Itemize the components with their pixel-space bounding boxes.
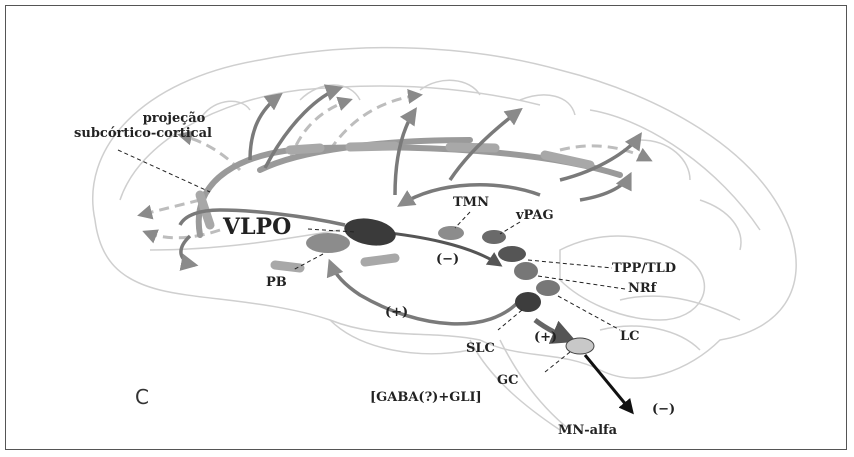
mn-alfa-label: MN-alfa <box>558 423 618 438</box>
sign-minus-mn: (−) <box>652 402 675 417</box>
vpag-nucleus <box>482 230 506 244</box>
pb-label: PB <box>266 275 287 290</box>
sign-plus-left: (+) <box>385 305 408 320</box>
pathway-arrows <box>180 88 640 324</box>
gc-label: GC <box>497 373 518 388</box>
tpp-tld-nucleus <box>498 246 526 262</box>
gc-nucleus <box>566 338 594 354</box>
panel-letter: C <box>135 385 149 409</box>
cortical-thick-segments <box>200 146 590 268</box>
projection-label-line1: projeção <box>143 111 206 126</box>
nrf-nucleus <box>514 262 538 280</box>
vlpo-label: VLPO <box>222 214 291 240</box>
tmn-label: TMN <box>453 195 489 210</box>
tmn-nucleus <box>438 226 464 240</box>
lc-label: LC <box>620 329 640 344</box>
sign-minus-center: (−) <box>436 252 459 267</box>
gaba-gli-label: [GABA(?)+GLI] <box>370 390 482 405</box>
slc-nucleus <box>515 292 541 312</box>
vpag-label: vPAG <box>515 208 554 223</box>
lc-nucleus <box>536 280 560 296</box>
slc-label: SLC <box>466 341 495 356</box>
pb-nucleus <box>306 233 350 253</box>
sign-plus-gc: (+) <box>534 330 557 345</box>
nrf-label: NRf <box>628 281 658 296</box>
tpp-tld-label: TPP/TLD <box>612 261 676 276</box>
projection-label-line2: subcórtico-cortical <box>74 126 212 141</box>
